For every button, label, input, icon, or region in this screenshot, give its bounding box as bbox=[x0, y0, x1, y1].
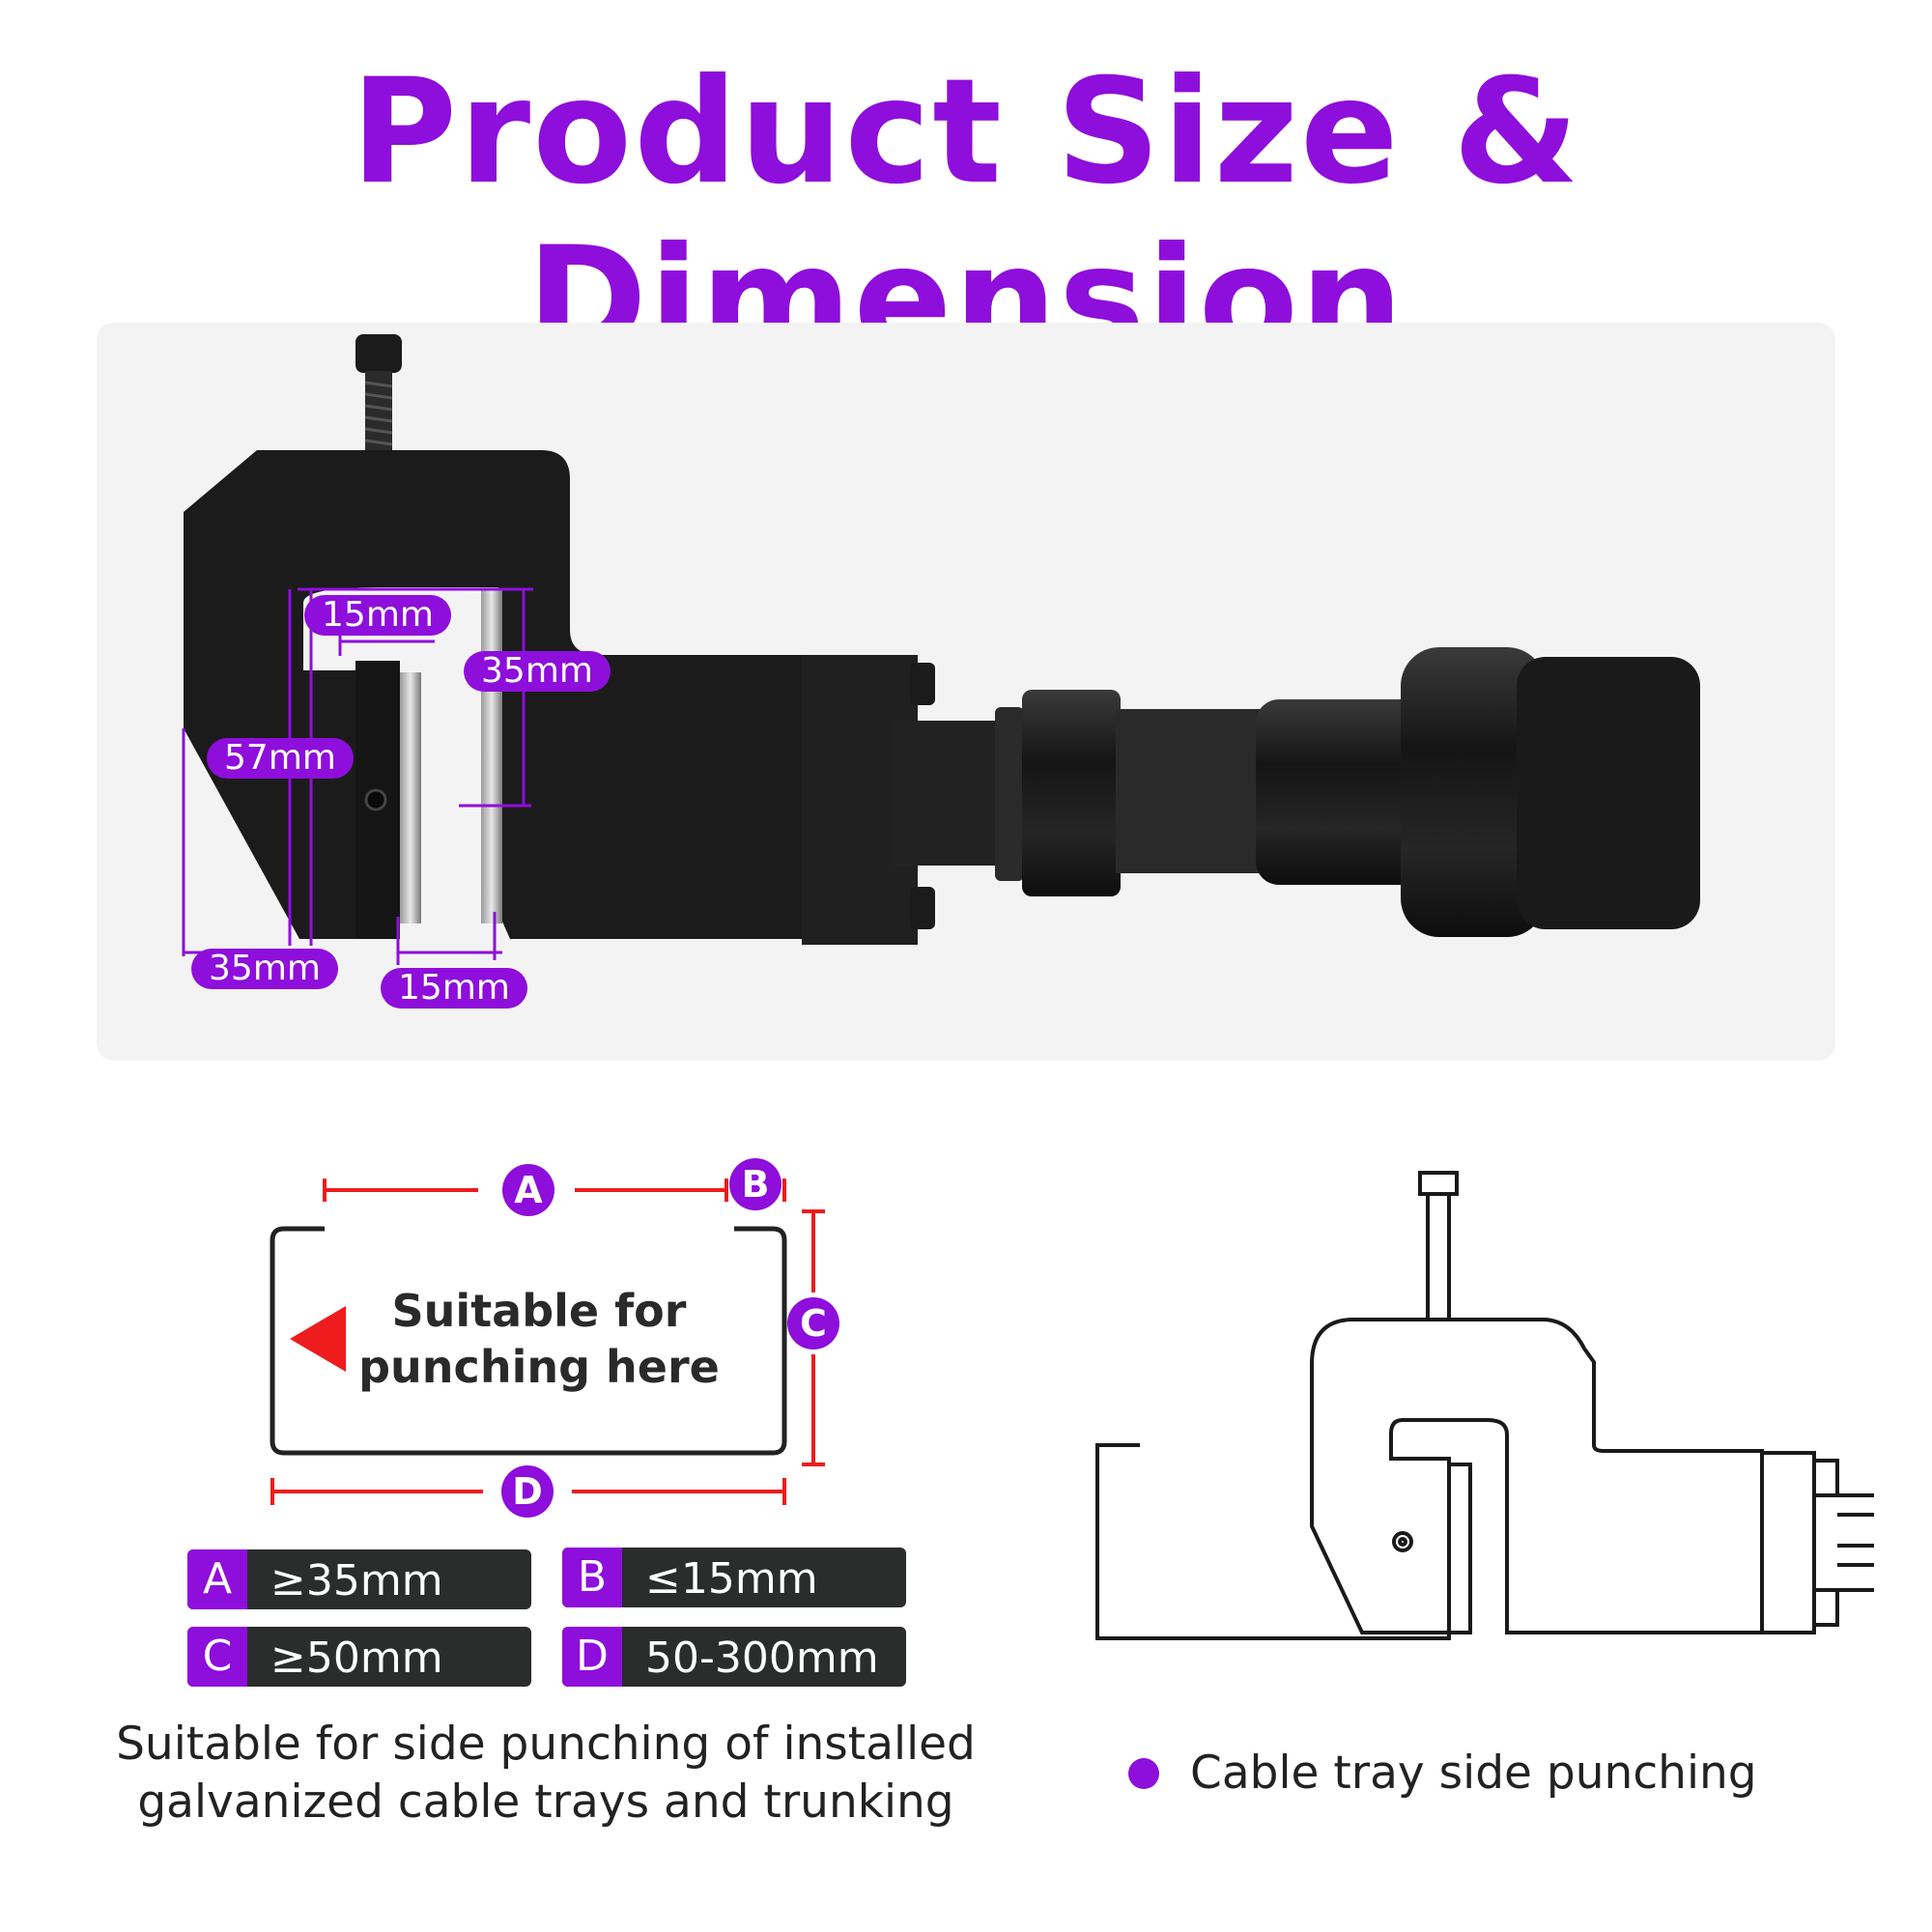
nut-2 bbox=[1022, 690, 1121, 896]
spec-b-letter: B bbox=[562, 1548, 622, 1607]
tray-dimension-lines bbox=[270, 1179, 825, 1505]
end-cap-1 bbox=[1401, 647, 1546, 937]
lower-die-ring bbox=[400, 672, 421, 923]
nut-1 bbox=[995, 707, 1024, 881]
caption-right-text: Cable tray side punching bbox=[1190, 1747, 1757, 1800]
caption-left-line-1: Suitable for side punching of installed bbox=[116, 1718, 976, 1771]
shaft bbox=[891, 721, 997, 866]
spec-b-value: ≤15mm bbox=[645, 1554, 818, 1604]
end-cap-2 bbox=[1517, 657, 1700, 929]
tool-outline-diagram bbox=[1043, 1159, 1874, 1662]
product-photo-panel: 15mm 35mm 57mm 35mm 15mm bbox=[97, 323, 1835, 1061]
dimension-label-jaw-depth: 57mm bbox=[207, 738, 354, 779]
tray-letter-c: C bbox=[787, 1297, 839, 1350]
red-triangle-icon bbox=[290, 1306, 346, 1372]
spec-d-letter: D bbox=[562, 1627, 622, 1687]
bolt-head bbox=[355, 334, 402, 373]
tool-outline-drawing bbox=[1095, 1171, 1874, 1640]
die-screw bbox=[364, 788, 387, 811]
spec-c-value: ≥50mm bbox=[270, 1634, 443, 1683]
tray-letter-d: D bbox=[501, 1465, 554, 1518]
c-frame-body bbox=[184, 450, 891, 939]
cable-tray-diagram: A B C D Suitable for punching here bbox=[174, 1140, 869, 1546]
punch-tool-illustration bbox=[182, 334, 1700, 965]
hex-nut bbox=[1116, 709, 1261, 873]
tray-punch-hint: Suitable for punching here bbox=[355, 1283, 723, 1395]
page-title: Product Size & Dimension bbox=[351, 48, 1581, 384]
spec-d: D 50-300mm bbox=[562, 1627, 906, 1687]
purple-dot-icon bbox=[1128, 1758, 1159, 1789]
dimension-label-throat-height: 35mm bbox=[464, 651, 611, 692]
spec-c-letter: C bbox=[187, 1627, 247, 1687]
spec-a: A ≥35mm bbox=[187, 1549, 531, 1609]
spec-a-letter: A bbox=[187, 1549, 247, 1609]
tray-hint-line-2: punching here bbox=[358, 1341, 720, 1393]
spec-c: C ≥50mm bbox=[187, 1627, 531, 1687]
dimension-label-top-gap: 15mm bbox=[304, 595, 451, 636]
tray-letter-b: B bbox=[729, 1158, 781, 1210]
tray-cross-section bbox=[270, 1226, 787, 1456]
tray-hint-line-1: Suitable for bbox=[391, 1285, 687, 1337]
spec-b: B ≤15mm bbox=[562, 1548, 906, 1607]
upper-die-ring bbox=[481, 589, 502, 923]
dimension-label-bottom-gap: 15mm bbox=[381, 968, 527, 1009]
caption-left-line-2: galvanized cable trays and trunking bbox=[137, 1776, 954, 1829]
spec-a-value: ≥35mm bbox=[270, 1556, 443, 1605]
caption-left: Suitable for side punching of installed … bbox=[77, 1716, 1014, 1832]
dimension-label-base-width: 35mm bbox=[191, 949, 338, 989]
tray-letter-a: A bbox=[502, 1164, 554, 1216]
spec-d-value: 50-300mm bbox=[645, 1634, 879, 1683]
